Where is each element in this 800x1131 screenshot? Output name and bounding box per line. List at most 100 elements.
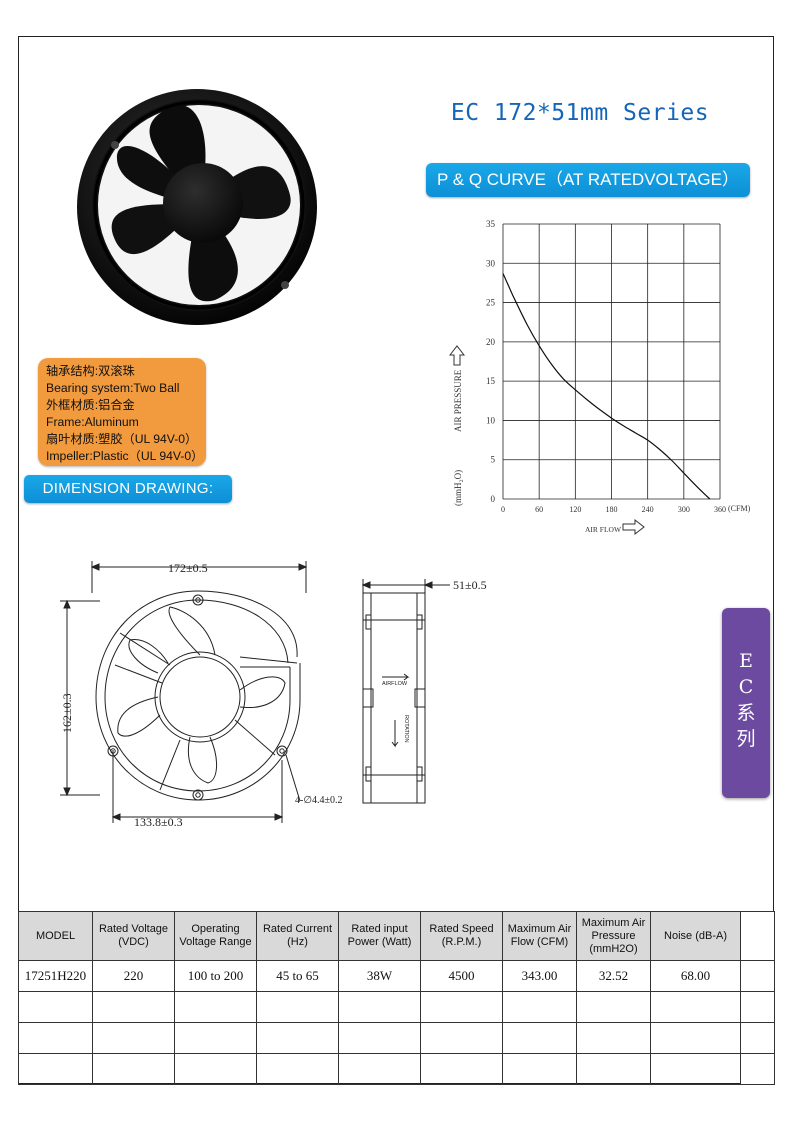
table-cell: 100 to 200 <box>174 960 257 992</box>
y-tick-label: 5 <box>491 455 496 465</box>
series-title: EC 172*51mm Series <box>450 100 710 126</box>
rotation-label: ROTATION <box>403 715 409 743</box>
table-header: Rated input Power (Watt) <box>338 911 421 961</box>
table-header: Rated Voltage (VDC) <box>92 911 175 961</box>
table-row <box>18 991 775 1023</box>
table-cell <box>92 991 175 1023</box>
table-header: Maximum Air Pressure (mmH2O) <box>576 911 651 961</box>
fan-product-photo <box>77 89 317 325</box>
y-axis-unit: (mmH₂O) <box>453 470 463 506</box>
table-cell <box>174 1053 257 1085</box>
y-tick-label: 35 <box>486 219 496 229</box>
table-cell: 343.00 <box>502 960 577 992</box>
pq-curve-line <box>502 273 711 500</box>
table-spacer <box>740 960 775 992</box>
tab-char: C <box>738 676 754 698</box>
table-header-row: MODEL Rated Voltage (VDC) Operating Volt… <box>18 911 775 961</box>
spec-line: Impeller:Plastic（UL 94V-0） <box>46 449 204 464</box>
pq-curve-banner: P & Q CURVE（AT RATEDVOLTAGE） <box>426 163 750 197</box>
x-tick-label: 360 <box>714 505 726 514</box>
spec-table: MODEL Rated Voltage (VDC) Operating Volt… <box>18 911 775 1085</box>
table-cell <box>502 991 577 1023</box>
table-cell: 38W <box>338 960 421 992</box>
table-cell <box>256 1053 339 1085</box>
table-row <box>18 1053 775 1085</box>
table-header: Operating Voltage Range <box>174 911 257 961</box>
table-cell <box>174 1022 257 1054</box>
table-cell <box>502 1053 577 1085</box>
table-cell <box>338 1022 421 1054</box>
x-axis-label: AIR FLOW <box>585 525 622 534</box>
table-row: 17251H220 220 100 to 200 45 to 65 38W 45… <box>18 960 775 992</box>
x-tick-label: 300 <box>678 505 690 514</box>
spec-info-box: 轴承结构:双滚珠 Bearing system:Two Ball 外框材质:铝合… <box>38 358 206 466</box>
table-cell <box>338 991 421 1023</box>
table-cell <box>256 1022 339 1054</box>
table-spacer <box>740 1022 775 1054</box>
table-cell <box>256 991 339 1023</box>
x-tick-label: 0 <box>501 505 505 514</box>
tab-char: 列 <box>736 728 756 750</box>
front-view-drawing: 172±0.5 162±0.3 133.8±0.3 4-∅4.4±0.2 <box>60 561 343 829</box>
table-cell <box>576 1053 651 1085</box>
right-arrow-icon <box>622 518 645 536</box>
width-dimension-label: 172±0.5 <box>168 561 208 575</box>
chart-grid <box>502 223 721 500</box>
ec-series-tab: E C 系 列 <box>722 608 770 798</box>
y-tick-label: 0 <box>491 494 496 504</box>
tab-char: E <box>739 650 753 672</box>
y-axis-label: AIR PRESSURE <box>453 369 463 432</box>
table-spacer <box>740 1053 775 1085</box>
spec-line: Bearing system:Two Ball <box>46 381 180 396</box>
table-cell <box>18 1022 93 1054</box>
table-spacer <box>740 991 775 1023</box>
x-tick-label: 120 <box>569 505 581 514</box>
airflow-label: AIRFLOW <box>382 681 408 687</box>
table-cell: 4500 <box>420 960 503 992</box>
table-header: MODEL <box>18 911 93 961</box>
table-cell <box>576 991 651 1023</box>
table-row <box>18 1022 775 1054</box>
table-header: Rated Current (Hz) <box>256 911 339 961</box>
x-axis-unit: (CFM) <box>728 504 751 513</box>
table-cell <box>92 1022 175 1054</box>
table-cell <box>18 1053 93 1085</box>
table-header: Maximum Air Flow (CFM) <box>502 911 577 961</box>
spec-line: Frame:Aluminum <box>46 415 139 430</box>
y-axis-label-group: AIR PRESSURE (mmH₂O) <box>448 345 466 506</box>
table-cell: 68.00 <box>650 960 741 992</box>
table-cell <box>420 991 503 1023</box>
table-cell <box>92 1053 175 1085</box>
table-cell: 45 to 65 <box>256 960 339 992</box>
hole-size-label: 4-∅4.4±0.2 <box>295 795 343 806</box>
table-header: Noise (dB-A) <box>650 911 741 961</box>
x-tick-label: 60 <box>535 505 543 514</box>
table-cell <box>338 1053 421 1085</box>
table-cell <box>420 1022 503 1054</box>
x-tick-labels: 0 60 120 180 240 300 360 <box>501 505 726 514</box>
y-tick-label: 15 <box>486 376 496 386</box>
table-cell <box>420 1053 503 1085</box>
y-tick-label: 30 <box>486 258 496 268</box>
table-header: Rated Speed (R.P.M.) <box>420 911 503 961</box>
height-dimension-label: 162±0.3 <box>60 693 74 733</box>
table-cell: 17251H220 <box>18 960 93 992</box>
table-cell <box>174 991 257 1023</box>
spec-line: 轴承结构:双滚珠 <box>46 364 135 378</box>
table-cell <box>650 1053 741 1085</box>
side-view-drawing: AIRFLOW ROTATION 51±0.5 <box>361 578 487 804</box>
x-tick-label: 240 <box>642 505 654 514</box>
x-tick-label: 180 <box>606 505 618 514</box>
y-tick-label: 10 <box>486 415 496 425</box>
dimension-drawing-banner: DIMENSION DRAWING: <box>24 475 232 503</box>
hole-spacing-label: 133.8±0.3 <box>134 815 183 829</box>
spec-line: 外框材质:铝合金 <box>46 398 135 413</box>
x-axis-label-group: AIR FLOW <box>585 518 645 536</box>
spec-line: 扇叶材质:塑胶（UL 94V-0） <box>46 432 198 447</box>
tab-char: 系 <box>736 702 756 724</box>
table-cell <box>576 1022 651 1054</box>
table-cell <box>650 1022 741 1054</box>
up-arrow-icon <box>448 345 466 366</box>
